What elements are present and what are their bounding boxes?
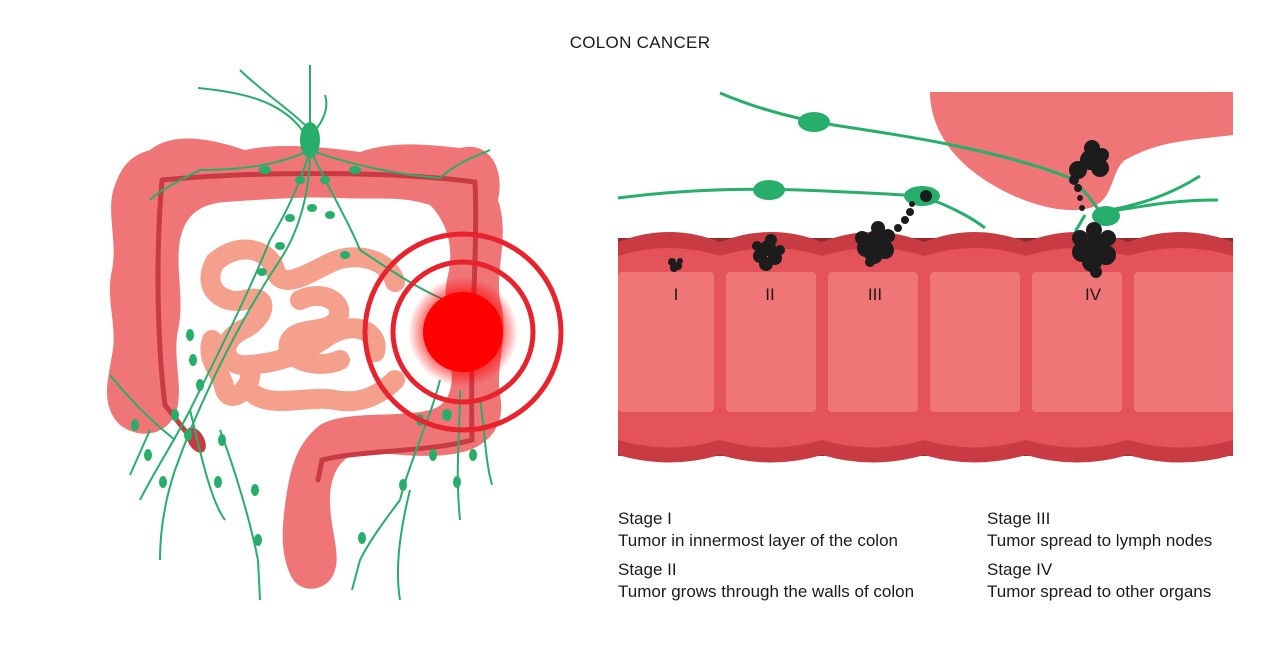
legend-stage-1-description: Tumor in innermost layer of the colon <box>618 531 898 550</box>
legend-stage-3: Stage III Tumor spread to lymph nodes <box>987 508 1212 552</box>
legend-stage-4: Stage IV Tumor spread to other organs <box>987 559 1211 603</box>
target-outer-ring <box>362 231 564 433</box>
stage-marker-3: III <box>868 285 882 304</box>
legend-stage-4-description: Tumor spread to other organs <box>987 582 1212 601</box>
large-intestine <box>107 138 504 589</box>
tumor-stage-1 <box>668 258 683 272</box>
legend-stage-2: Stage II Tumor grows through the walls o… <box>618 559 914 603</box>
tumor-stage-4 <box>1069 140 1116 278</box>
colon-inner-line-left <box>155 177 203 453</box>
legend-stage-1-title: Stage I <box>618 509 672 528</box>
tumor-stage-2 <box>752 234 785 271</box>
colon-segment <box>618 232 1233 463</box>
colon-inner-line <box>159 171 479 483</box>
legend-stage-4-title: Stage IV <box>987 560 1053 579</box>
legend-stage-3-description: Tumor spread to lymph nodes <box>987 531 1213 550</box>
right-lymph-nodes <box>753 112 1120 226</box>
lymph-nodes <box>131 122 477 546</box>
stage-marker-4: IV <box>1085 285 1102 304</box>
legend-stage-1: Stage I Tumor in innermost layer of the … <box>618 508 898 552</box>
diagram-title: COLON CANCER <box>569 33 711 52</box>
legend-stage-2-description: Tumor grows through the walls of colon <box>618 582 915 601</box>
stage-marker-2: II <box>765 285 774 304</box>
target-inner-ring <box>390 259 536 405</box>
stage-marker-1: I <box>674 285 679 304</box>
legend-stage-3-title: Stage III <box>987 509 1051 528</box>
target-core <box>423 292 503 372</box>
other-organ <box>930 92 1233 211</box>
colon-anatomy <box>107 65 564 601</box>
tumor-target-marker <box>362 231 564 433</box>
colon-stage-section: I II III IV <box>617 91 1233 463</box>
lymph-network <box>109 65 493 601</box>
tumor-stage-3 <box>855 190 932 267</box>
legend-stage-2-title: Stage II <box>618 560 677 579</box>
